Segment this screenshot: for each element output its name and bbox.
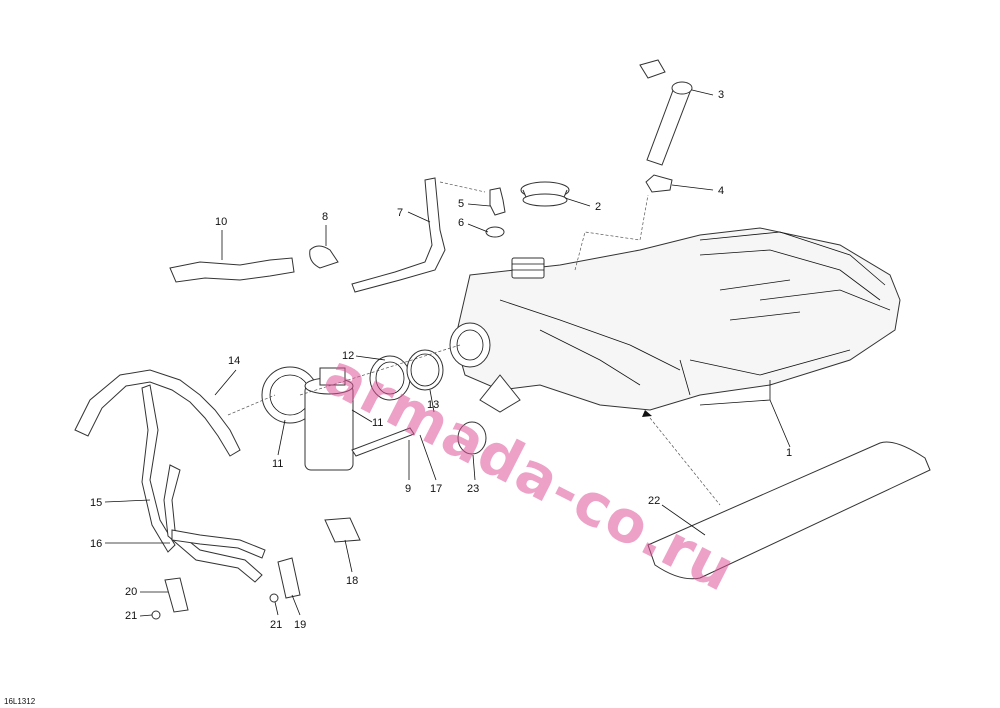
bracket-right [277,557,301,599]
filler-hose [169,257,295,283]
vent-hose [351,177,446,293]
callout-11-right: 11 [372,417,384,429]
callout-6: 6 [458,217,465,229]
callout-17: 17 [430,483,443,495]
callout-3: 3 [718,89,725,101]
fuel-cap [520,181,570,207]
callout-20: 20 [125,586,138,598]
bracket-left [164,577,189,613]
callout-1: 1 [786,447,793,459]
callout-7: 7 [397,207,404,219]
bolt-left [151,610,161,620]
callout-10: 10 [215,216,228,228]
fuel-hoses [74,369,266,583]
fuel-tank [449,227,901,413]
leader-lines [104,89,791,617]
gasket [406,349,444,391]
callout-14: 14 [228,355,241,367]
tank-pad [647,441,931,580]
callout-22: 22 [648,495,661,507]
callout-13: 13 [427,399,440,411]
fuel-pump [261,366,361,543]
callout-5: 5 [458,198,465,210]
callout-11-left: 11 [272,458,284,470]
callout-19: 19 [294,619,307,631]
callout-8: 8 [322,211,329,223]
callout-18: 18 [346,575,359,587]
vent-valve [485,187,506,238]
callout-16: 16 [90,538,103,550]
bolt-right [269,593,279,603]
drawing-code: 16L1312 [4,697,36,706]
sender-rod [351,427,415,457]
callout-2: 2 [595,201,602,213]
hose-clamp [309,245,339,269]
large-clamp [457,421,487,455]
callout-9: 9 [405,483,412,495]
callout-12: 12 [342,350,355,362]
callout-21-left: 21 [125,610,138,622]
callout-23: 23 [467,483,480,495]
callout-15: 15 [90,497,103,509]
callout-21-right: 21 [270,619,283,631]
callout-4: 4 [718,185,725,197]
fuel-level-sender [639,59,693,193]
